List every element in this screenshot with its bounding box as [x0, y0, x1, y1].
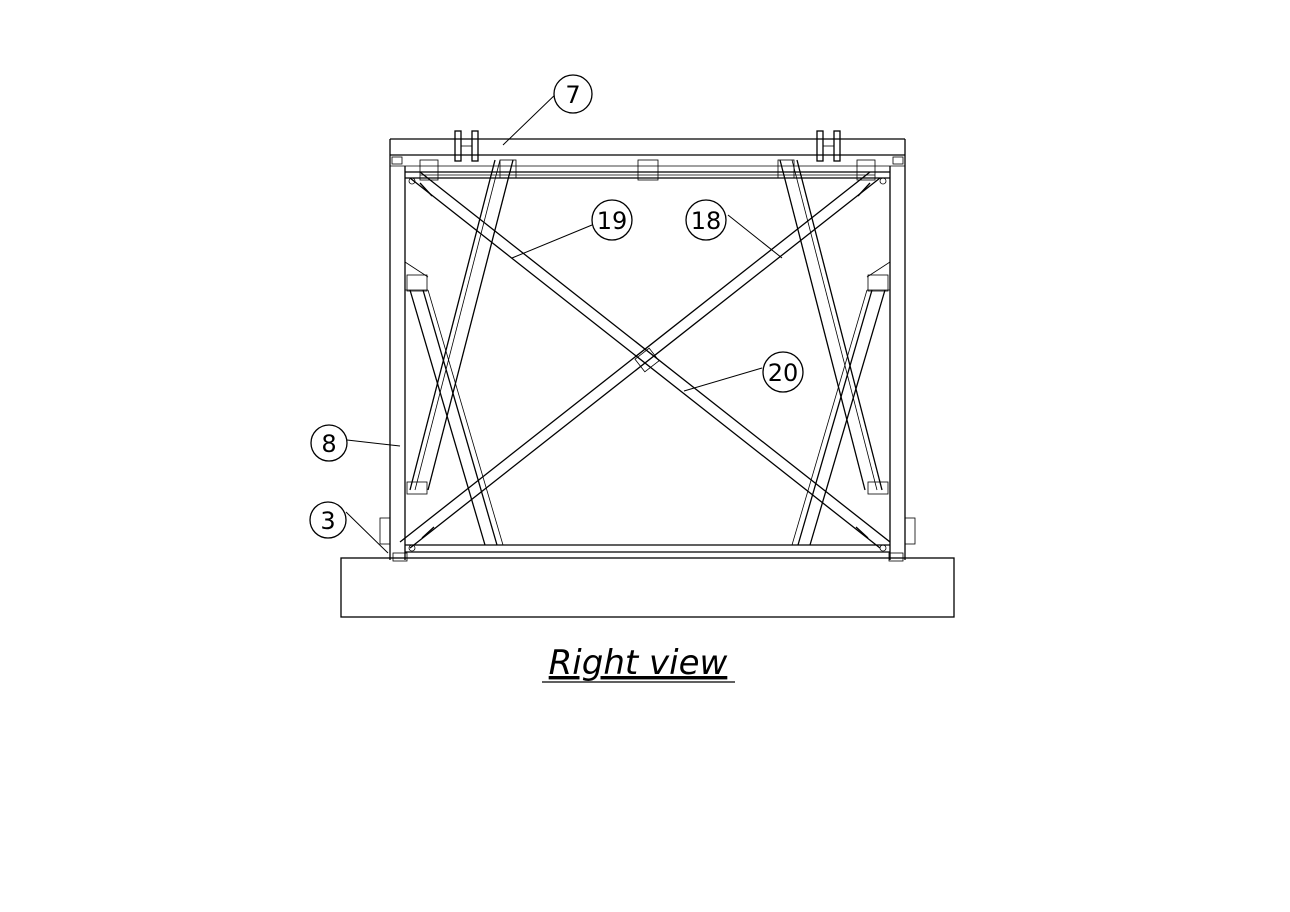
left-side-bracing: [404, 261, 504, 546]
upper-rail: [405, 159, 890, 181]
x-bracing: [399, 171, 891, 552]
view-title: Right view: [549, 643, 728, 683]
right-side-bracing: [791, 261, 891, 546]
balloon-8-label: 8: [321, 430, 336, 458]
left-column: [379, 166, 408, 562]
foundation-base: [340, 557, 955, 618]
top-beam: [389, 130, 906, 167]
balloon-19-label: 19: [597, 207, 628, 235]
balloon-7: 7: [553, 74, 593, 114]
balloon-3: 3: [309, 501, 347, 539]
balloon-20: 20: [762, 351, 804, 393]
bottom-rail: [405, 544, 890, 559]
balloon-18-label: 18: [691, 207, 722, 235]
right-column: [888, 166, 916, 562]
leader-lines: [345, 89, 783, 554]
balloon-3-label: 3: [320, 507, 335, 535]
left-inclined-strut: [409, 159, 514, 491]
balloon-20-label: 20: [768, 359, 799, 387]
balloon-7-label: 7: [565, 81, 580, 109]
right-inclined-strut: [779, 159, 883, 491]
balloon-18: 18: [685, 199, 727, 241]
balloon-19: 19: [591, 199, 633, 241]
balloon-8: 8: [310, 424, 348, 462]
